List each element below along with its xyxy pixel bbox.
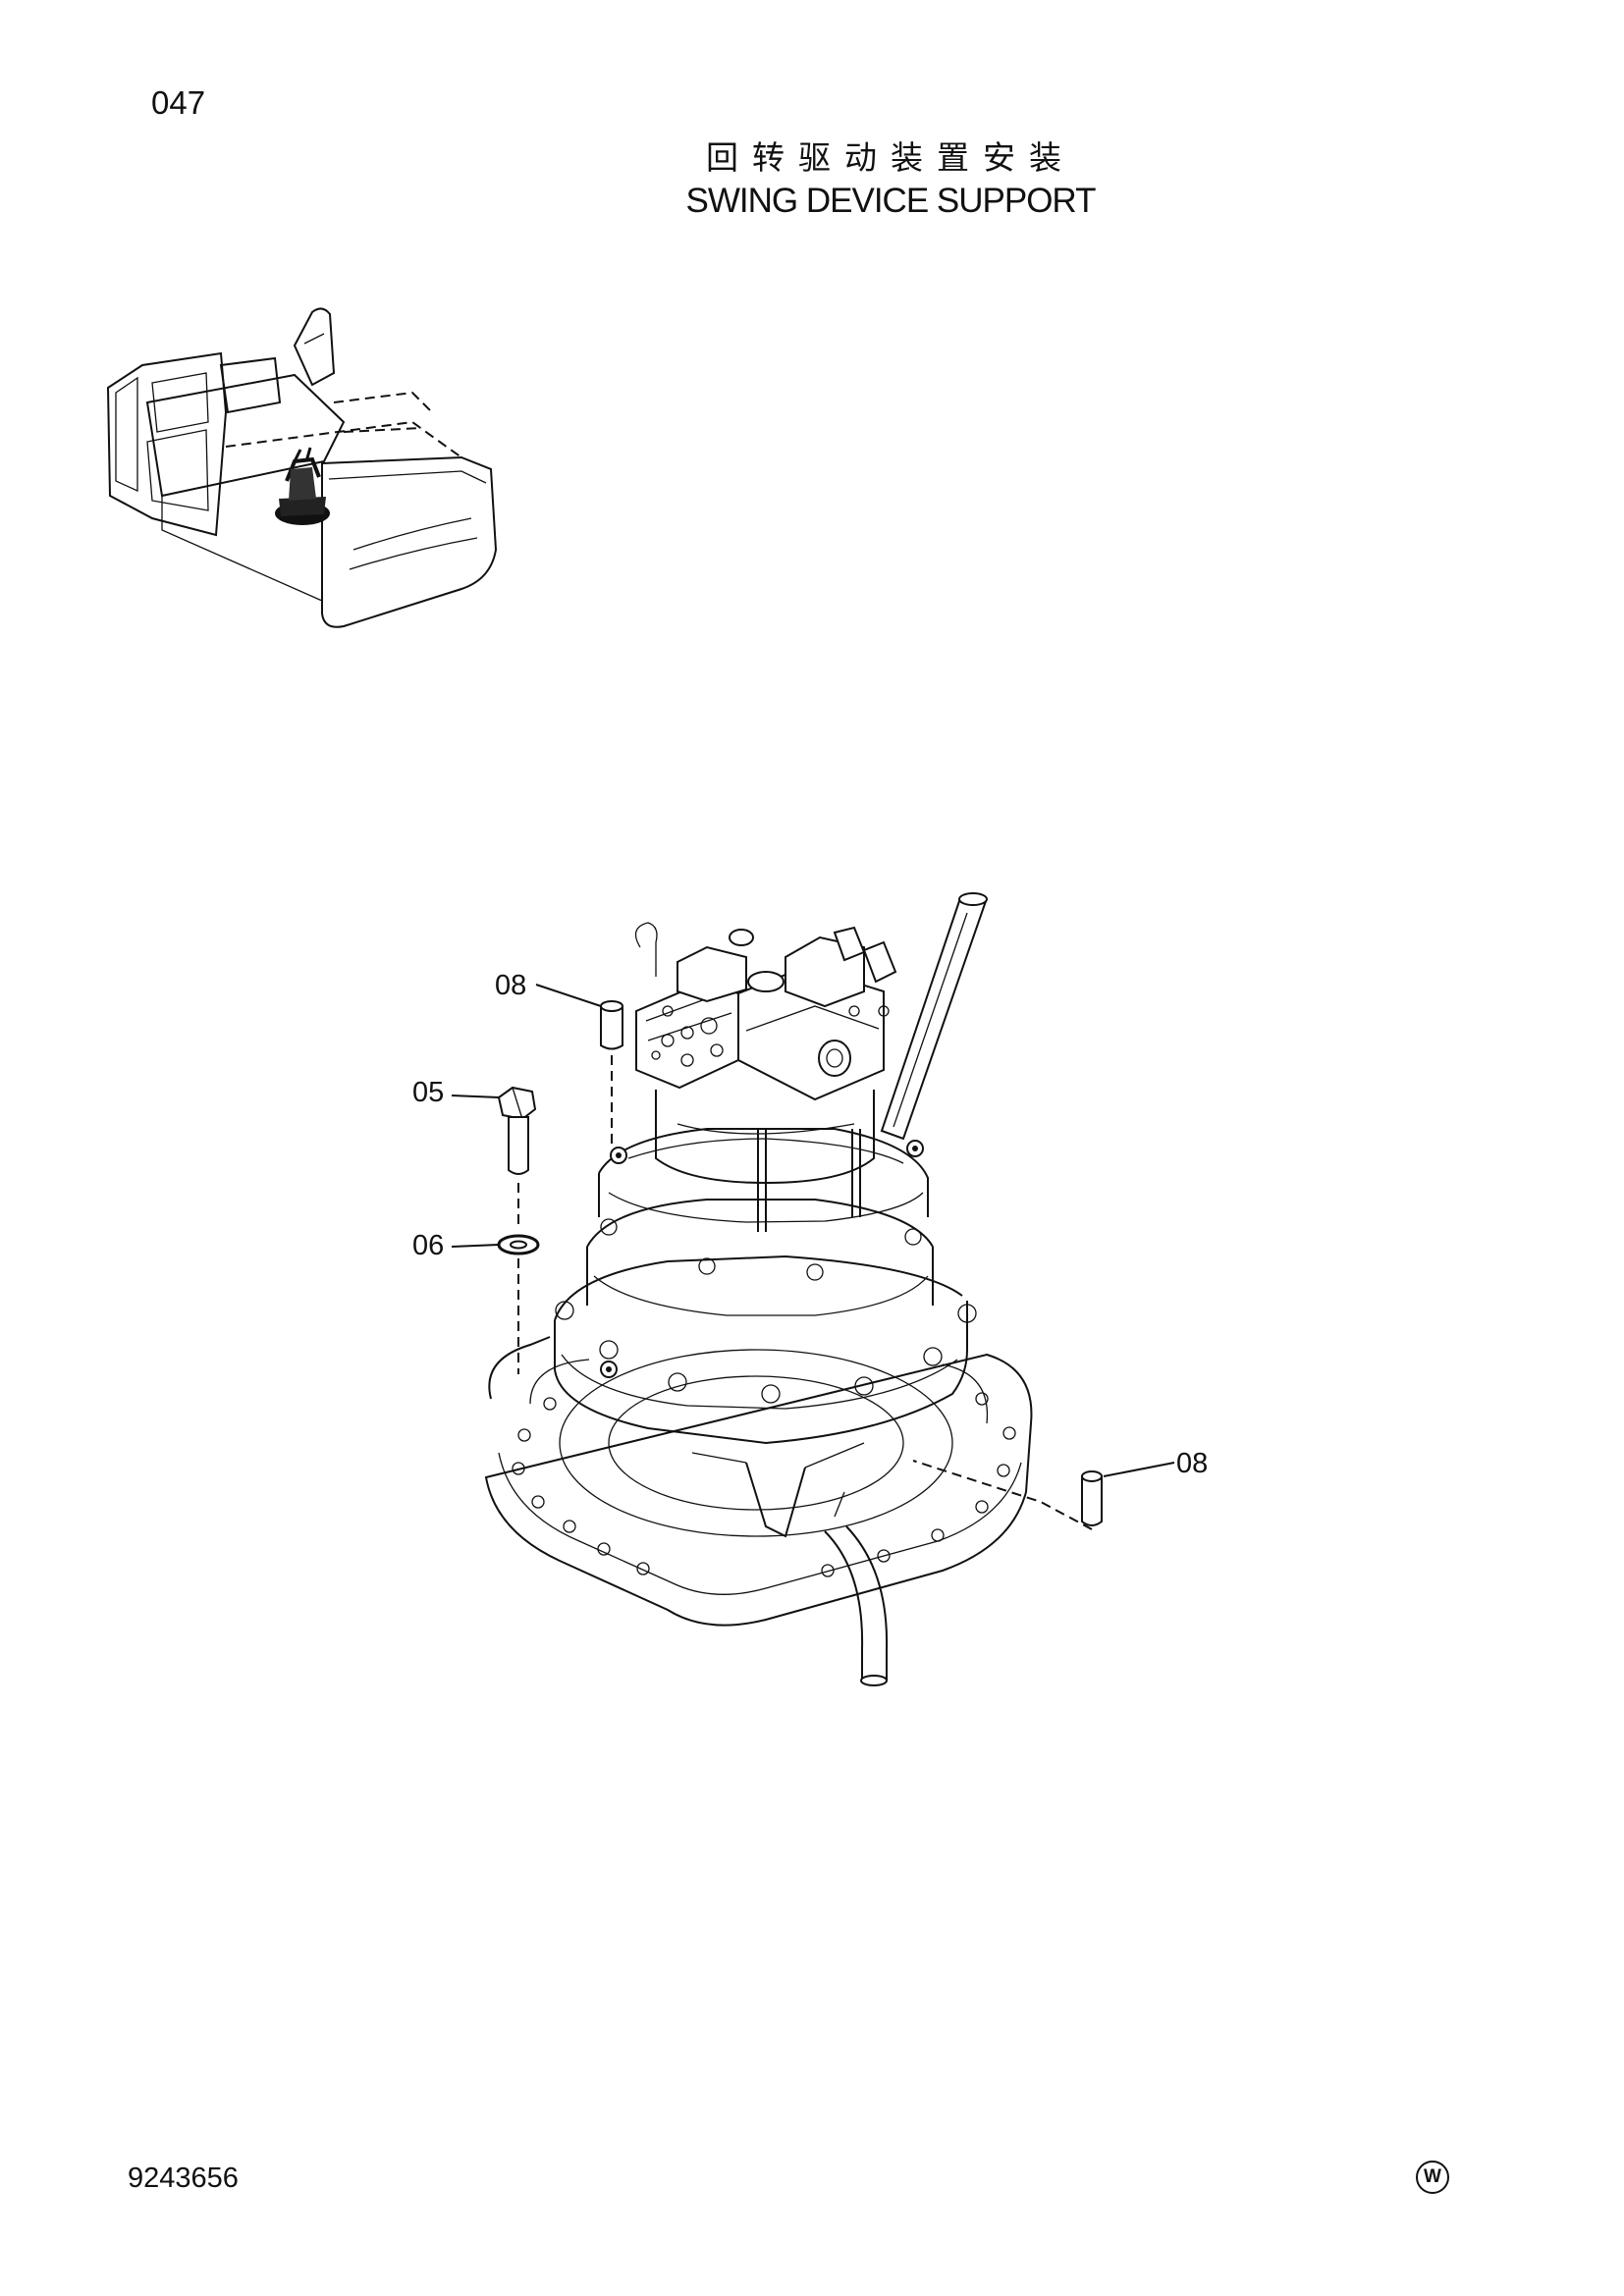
part-06-washer	[497, 1234, 540, 1374]
callout-08-top: 08	[495, 970, 526, 1001]
part-08-pin-top	[600, 1000, 623, 1148]
page-title-english: SWING DEVICE SUPPORT	[685, 182, 1097, 220]
swing-device-illustration	[484, 892, 1033, 1686]
callout-05: 05	[412, 1077, 444, 1108]
machine-overview-illustration	[106, 307, 498, 628]
document-id: 9243656	[128, 2163, 239, 2194]
brand-mark: W	[1416, 2161, 1449, 2194]
callout-08-right: 08	[1176, 1448, 1208, 1479]
page-number: 047	[151, 84, 206, 121]
callout-06: 06	[412, 1230, 444, 1261]
part-08-pin-right	[912, 1460, 1103, 1530]
part-05-bolt	[497, 1086, 537, 1227]
page-title-chinese: 回转驱动装置安装	[706, 138, 1075, 177]
